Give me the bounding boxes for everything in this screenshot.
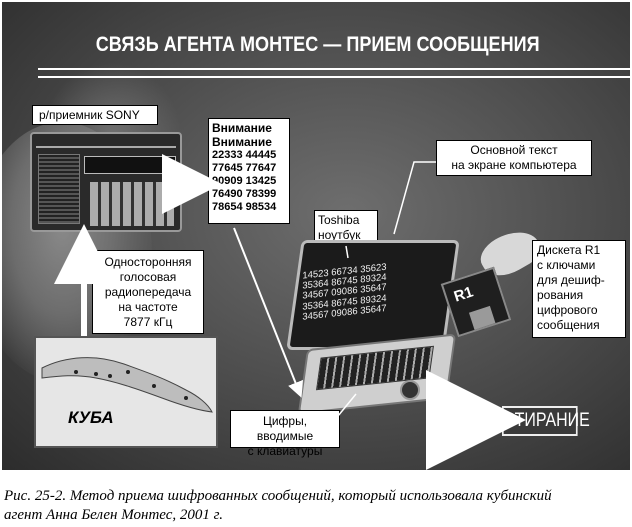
message-header: Внимание: [212, 121, 272, 135]
diskette-line: рования: [537, 288, 584, 302]
radio-antenna: [36, 138, 176, 148]
message-header: Внимание: [212, 135, 272, 149]
keys-line: Цифры, вводимые: [256, 414, 314, 443]
cuba-map-label: КУБА: [68, 408, 114, 427]
pointer-screen-text: [393, 161, 436, 235]
caption-line: агент Анна Белен Монтес, 2001 г.: [4, 507, 224, 523]
laptop-label-line: Toshiba: [318, 213, 360, 227]
broadcast-line: на частоте: [118, 300, 178, 314]
title-rule-bottom: [38, 76, 630, 78]
figure-caption: Рис. 25-2. Метод приема шифрованных сооб…: [4, 487, 628, 525]
screen-text-line: Основной текст: [470, 143, 558, 157]
diagram-title: СВЯЗЬ АГЕНТА МОНТЕС — ПРИЕМ СООБЩЕНИЯ: [95, 33, 540, 56]
message-row: 78654 98534: [212, 201, 277, 213]
title-rule-top: [38, 68, 630, 70]
diagram-figure: СВЯЗЬ АГЕНТА МОНТЕС — ПРИЕМ СООБЩЕНИЯ р/…: [2, 2, 630, 470]
cuba-map: [34, 336, 218, 448]
radio-buttons: [90, 182, 174, 226]
screen-text-line: на экране компьютера: [451, 158, 577, 172]
broadcast-line: Односторонняя: [104, 255, 192, 269]
radio-receiver-icon: [30, 132, 182, 232]
diskette-line: Дискета R1: [537, 243, 601, 257]
message-row: 76490 78399: [212, 188, 277, 200]
diskette-line: с ключами: [537, 258, 596, 272]
message-row: 77645 77647: [212, 162, 277, 174]
arrow-message-to-keyboard: [233, 227, 304, 398]
flow-arrows: [54, 154, 526, 470]
message-row: 90909 13425: [212, 175, 277, 187]
radio-speaker-grill: [38, 154, 80, 224]
radio-label: р/приемник SONY: [32, 105, 158, 125]
keyboard-input-label: Цифры, вводимые с клавиатуры: [230, 410, 340, 458]
laptop-trackball-icon: [400, 380, 420, 400]
caption-line: Рис. 25-2. Метод приема шифрованных сооб…: [4, 488, 552, 504]
diskette-description: Дискета R1 с ключами для дешиф- рования …: [532, 240, 626, 338]
keys-line: с клавиатуры: [247, 444, 323, 458]
cuba-map-outline: [41, 357, 213, 413]
screen-text-label: Основной текст на экране компьютера: [436, 140, 592, 176]
broadcast-line: 7877 кГц: [123, 315, 173, 329]
pointer-keys: [337, 393, 357, 417]
message-row: 22333 44445: [212, 149, 277, 161]
broadcast-line: голосовая: [119, 270, 177, 284]
diskette-line: цифрового: [537, 303, 598, 317]
laptop-label-line: ноутбук: [318, 228, 361, 242]
pointer-laptop: [345, 245, 349, 259]
broadcast-description: Односторонняя голосовая радиопередача на…: [92, 250, 204, 334]
diskette-line: сообщения: [537, 318, 600, 332]
diskette-line: для дешиф-: [537, 273, 605, 287]
broadcast-line: радиопередача: [104, 285, 192, 299]
